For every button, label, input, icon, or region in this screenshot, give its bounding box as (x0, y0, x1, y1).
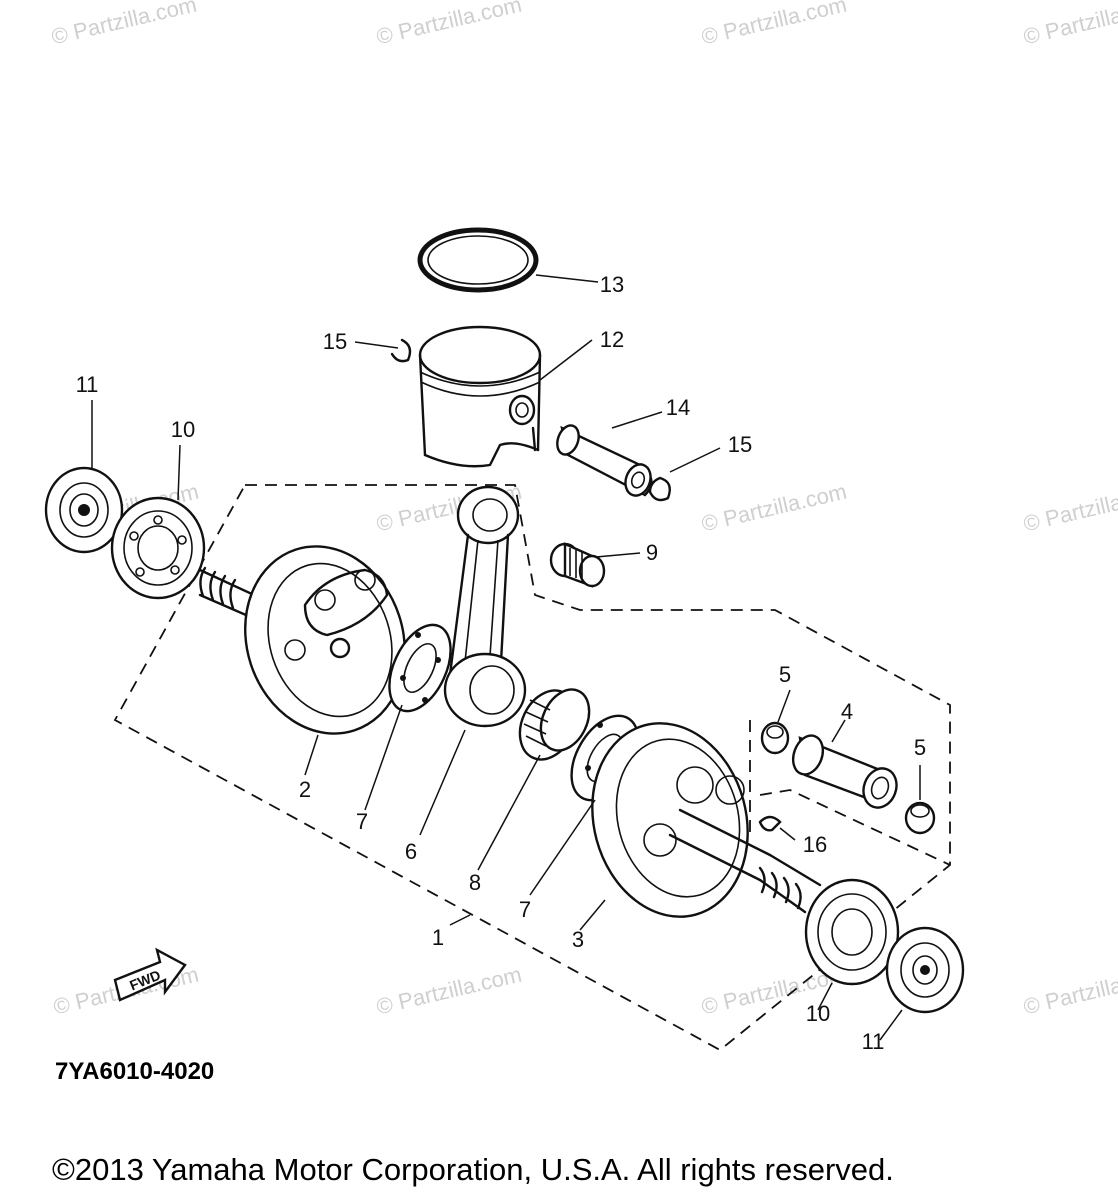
crank-pin (791, 734, 898, 809)
copyright-notice: ©2013 Yamaha Motor Corporation, U.S.A. A… (52, 1152, 894, 1187)
callout-13: 13 (599, 272, 625, 297)
crank-pin-boundary (749, 720, 951, 866)
leader-line (535, 274, 599, 283)
piston (418, 325, 542, 468)
leader-line (177, 444, 181, 501)
callout-12: 12 (599, 327, 625, 352)
callout-7: 7 (518, 897, 532, 922)
callout-3: 3 (571, 927, 585, 952)
leader-line (879, 1009, 903, 1041)
callout-1: 1 (431, 925, 445, 950)
leader-line (449, 914, 471, 926)
dowel-pin-upper (760, 721, 790, 755)
callout-15: 15 (322, 329, 348, 354)
leader-line (779, 827, 796, 841)
connecting-rod (443, 485, 527, 728)
callout-14: 14 (665, 395, 691, 420)
callout-11: 11 (861, 1029, 885, 1054)
callout-7: 7 (355, 809, 369, 834)
callout-4: 4 (840, 699, 854, 724)
oil-seal-left (44, 466, 124, 554)
leader-line (817, 982, 833, 1011)
leader-line (539, 339, 593, 381)
leader-line (831, 719, 846, 743)
callout-16: 16 (802, 832, 828, 857)
diagram-code: 7YA6010-4020 (55, 1058, 215, 1085)
needle-bearing-small-end (549, 542, 606, 588)
leader-line (579, 899, 606, 931)
piston-ring (417, 227, 539, 293)
callout-10: 10 (170, 417, 196, 442)
leader-line (611, 411, 663, 429)
bearing-right (804, 878, 900, 986)
callout-5: 5 (778, 662, 792, 687)
leader-line (669, 447, 721, 473)
callout-5: 5 (913, 735, 927, 760)
leader-line (354, 341, 399, 349)
callout-6: 6 (404, 839, 418, 864)
crank-half-right (591, 722, 822, 918)
crank-half-left (198, 545, 406, 735)
callout-15: 15 (727, 432, 753, 457)
woodruff-key (758, 815, 782, 832)
needle-bearing-crankpin (518, 688, 591, 761)
leader-line (529, 799, 596, 896)
crankshaft-assembly-boundary (113, 484, 951, 1052)
circlip-upper (390, 338, 412, 363)
piston-pin (556, 424, 653, 497)
callout-8: 8 (468, 870, 482, 895)
callout-2: 2 (298, 777, 312, 802)
leader-line (777, 689, 791, 723)
leader-line (477, 754, 541, 871)
leader-line (595, 552, 641, 558)
leader-line (304, 734, 319, 776)
circlip-lower (648, 476, 671, 502)
leader-line (419, 729, 466, 836)
fwd-arrow-icon (113, 947, 187, 1002)
leader-line (364, 704, 403, 811)
bearing-left (110, 496, 206, 600)
oil-seal-right (885, 926, 965, 1014)
dowel-pin-lower (904, 801, 936, 835)
callout-9: 9 (645, 540, 659, 565)
callout-11: 11 (75, 372, 99, 397)
callout-10: 10 (805, 1001, 831, 1026)
